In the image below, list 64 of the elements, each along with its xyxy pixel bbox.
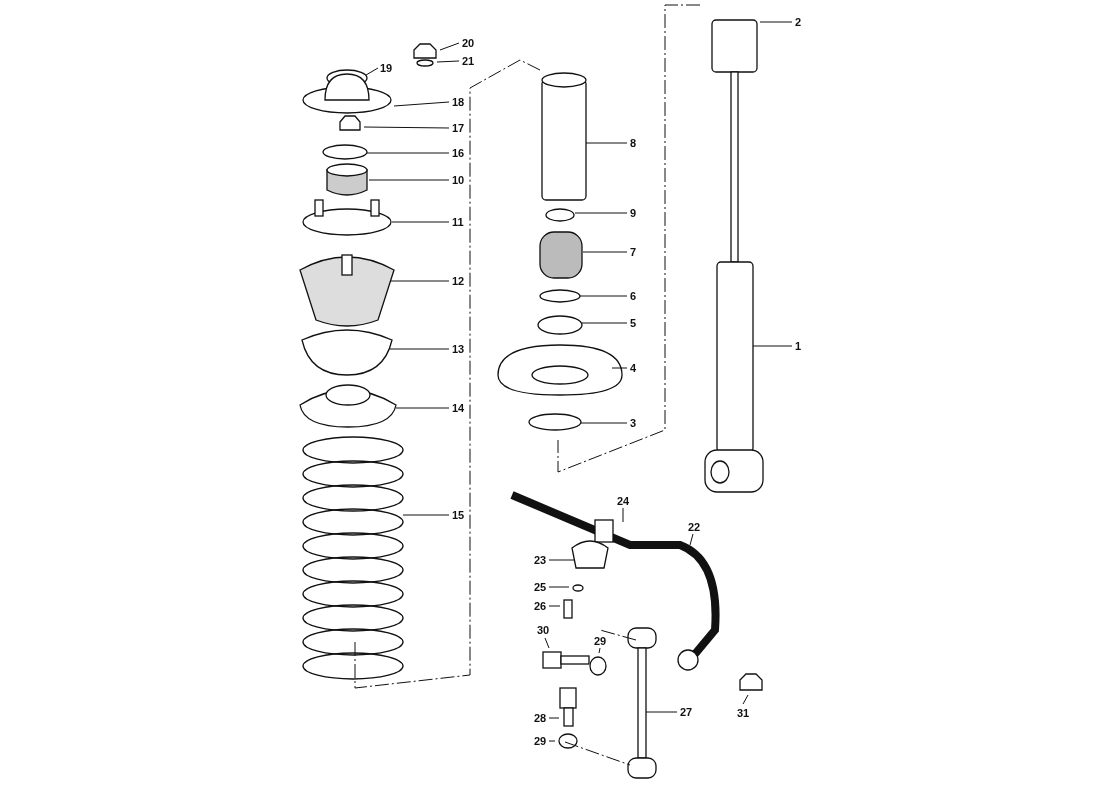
callout-number: 31 (737, 707, 750, 720)
callout-number: 22 (688, 521, 701, 534)
leader-line (622, 507, 624, 523)
leader-line (581, 322, 628, 324)
leader-line (368, 179, 450, 181)
callout-number: 19 (380, 62, 393, 75)
leader-line (389, 348, 450, 350)
leader-line (759, 21, 793, 23)
leader-line (579, 295, 628, 297)
leader-line (402, 514, 450, 516)
leader-line (436, 60, 460, 63)
callout-number: 29 (594, 635, 607, 648)
callout-number: 24 (617, 495, 630, 508)
leader-line (389, 280, 450, 282)
leader-line (645, 711, 678, 713)
callout-number: 18 (452, 96, 465, 109)
callout-number: 16 (452, 147, 465, 160)
callout-number: 10 (452, 174, 465, 187)
callout-number: 9 (630, 207, 637, 220)
leader-line (548, 605, 561, 607)
callout-number: 20 (462, 37, 475, 50)
leader-line (548, 740, 556, 742)
leader-line (742, 694, 749, 705)
leader-line (548, 586, 570, 588)
callout-number: 26 (534, 600, 547, 613)
callout-number: 27 (680, 706, 693, 719)
leader-line (439, 42, 460, 51)
leader-line (548, 559, 576, 561)
callout-number: 1 (795, 340, 802, 353)
callout-number: 17 (452, 122, 465, 135)
callout-number: 15 (452, 509, 465, 522)
leader-line (548, 717, 560, 719)
leader-line (689, 533, 694, 546)
callout-number: 12 (452, 275, 465, 288)
leader-line (391, 221, 450, 223)
leader-line (393, 101, 450, 107)
leader-line (574, 212, 628, 214)
leader-line (544, 637, 550, 649)
leader-line (752, 345, 793, 347)
callout-number: 7 (630, 246, 637, 259)
callout-number: 6 (630, 290, 637, 303)
callout-number: 21 (462, 55, 475, 68)
callout-number: 25 (534, 581, 547, 594)
callout-number: 13 (452, 343, 465, 356)
callout-number: 4 (630, 362, 637, 375)
callout-number: 29 (534, 735, 547, 748)
callout-number: 28 (534, 712, 547, 725)
callout-number: 8 (630, 137, 637, 150)
callout-number: 3 (630, 417, 637, 430)
callout-number: 30 (537, 624, 550, 637)
leader-line (580, 422, 628, 424)
leader-line (611, 367, 628, 369)
callout-number: 14 (452, 402, 465, 415)
leader-line (585, 142, 628, 144)
leader-line (363, 126, 450, 129)
callout-number: 5 (630, 317, 637, 330)
leader-line (598, 647, 601, 654)
leader-line (395, 407, 450, 409)
leader-line (582, 251, 628, 253)
callout-number: 11 (452, 216, 464, 229)
leader-line (366, 152, 450, 154)
callout-number: 2 (795, 16, 802, 29)
callout-number: 23 (534, 554, 547, 567)
leader-line (365, 67, 379, 76)
